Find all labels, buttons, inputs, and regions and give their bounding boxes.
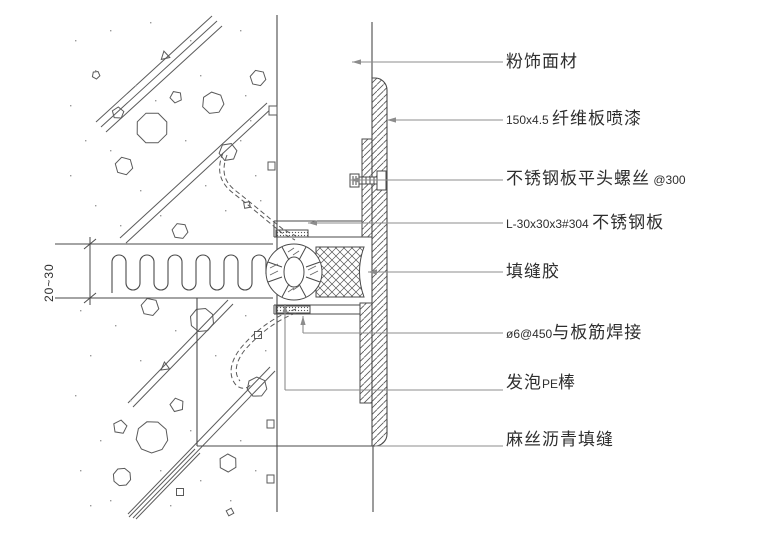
callout-text-segment: 填缝胶	[506, 262, 560, 281]
pe-backer-rod	[265, 243, 323, 301]
callout-text-segment: 纤维板喷漆	[552, 109, 643, 128]
callout-text-segment: 棒	[558, 373, 577, 392]
callout-text-segment: 不锈钢板	[592, 213, 665, 232]
callout-label-rebar-weld: ø6@450与板筋焊接	[506, 322, 642, 345]
callout-label-finish-material: 粉饰面材	[506, 51, 578, 73]
callout-label-hemp-asphalt-caulk: 麻丝沥青填缝	[506, 429, 614, 451]
wall-face-marks	[266, 105, 278, 484]
callout-text-segment: 粉饰面材	[506, 52, 578, 71]
steel-angle-upper	[273, 138, 373, 238]
joint-meander-line	[111, 254, 267, 293]
dimension-group	[83, 237, 97, 305]
callout-text-segment: L-30x30x3#304	[506, 217, 593, 231]
callout-text-segment: PE	[542, 377, 559, 391]
concrete-hatch-bands	[95, 15, 276, 520]
callout-text-segment: 不锈钢板平头螺丝	[506, 169, 650, 188]
callout-text-segment: 150x4.5	[506, 113, 553, 127]
rebar-hook-lower	[230, 308, 297, 389]
concrete-aggregate-polygons	[91, 50, 276, 517]
fiber-board-panel	[371, 77, 388, 447]
callout-label-flat-head-screw: 不锈钢板平头螺丝 @300	[506, 168, 686, 191]
callout-text-segment: 与板筋焊接	[552, 323, 643, 342]
callout-label-foamed-pe-rod: 发泡PE棒	[506, 372, 576, 395]
dimension-label: 20~30	[42, 263, 56, 302]
concrete-speckle-dots	[70, 22, 267, 507]
callout-text-segment: ø6@450	[506, 327, 553, 341]
callout-label-stainless-plate: L-30x30x3#304 不锈钢板	[506, 212, 664, 235]
callout-label-fiber-board: 150x4.5 纤维板喷漆	[506, 108, 642, 131]
leader-arrowheads	[282, 59, 396, 325]
callout-text-segment: 麻丝沥青填缝	[506, 430, 614, 449]
callout-label-joint-sealant: 填缝胶	[506, 261, 560, 283]
sealant-crosshatch	[315, 246, 365, 298]
rebar-hook-upper	[219, 152, 297, 241]
callout-text-segment: @300	[650, 173, 686, 187]
callout-text-segment: 发泡	[506, 373, 542, 392]
leader-lines	[284, 61, 503, 447]
steel-angle-lower	[273, 302, 373, 404]
